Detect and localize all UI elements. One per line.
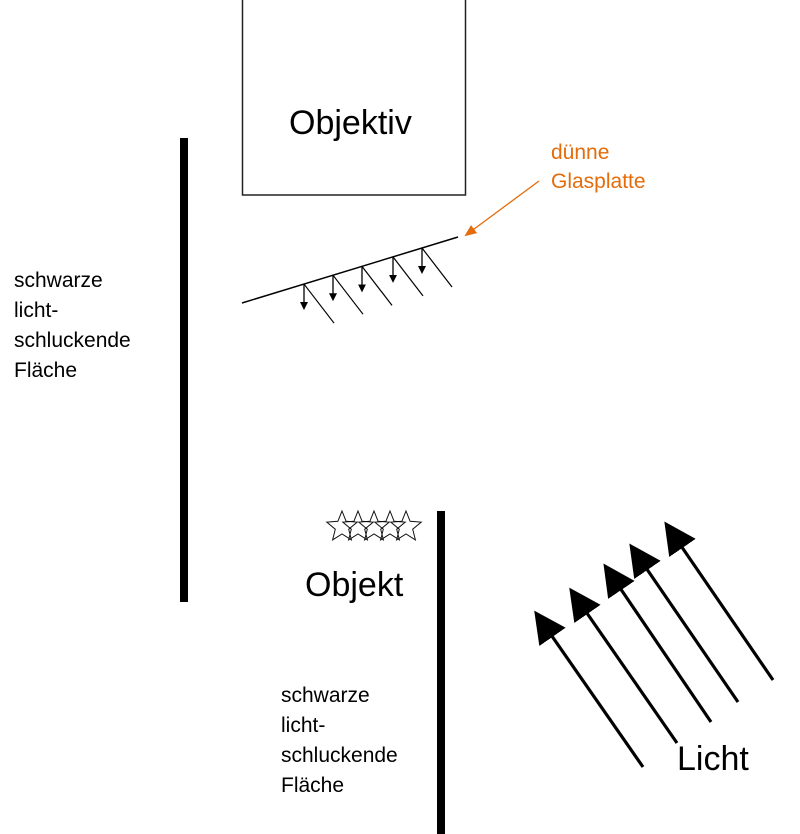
light-rays-group bbox=[534, 521, 775, 768]
absorber-top-label: schwarze licht- schluckende Fläche bbox=[14, 266, 131, 386]
object-star-icon bbox=[341, 509, 375, 541]
object-star-icon bbox=[373, 509, 407, 541]
light-ray-arrow bbox=[629, 543, 740, 703]
light-ray-arrow bbox=[603, 563, 713, 723]
object-star-icon bbox=[357, 509, 391, 541]
absorber-bar-bottom bbox=[437, 511, 445, 834]
absorber-bottom-label-line: schluckende bbox=[281, 744, 398, 767]
light-ray-arrow bbox=[569, 587, 679, 744]
object-stars-group bbox=[325, 509, 423, 541]
absorber-top-label-line: licht- bbox=[14, 299, 59, 322]
reflected-ray-diagonal bbox=[361, 265, 393, 306]
glass-plate-label-line: dünne bbox=[551, 141, 610, 164]
object-star-icon bbox=[389, 509, 423, 541]
objective-label: Objektiv bbox=[289, 104, 412, 142]
absorber-bottom-label-line: schwarze bbox=[281, 684, 370, 707]
absorber-bottom-label-line: Fläche bbox=[281, 774, 345, 797]
reflected-ray-diagonal bbox=[303, 283, 335, 324]
absorber-top-label-line: schwarze bbox=[14, 269, 103, 292]
absorber-top-label-line: schluckende bbox=[14, 329, 131, 352]
light-ray-arrow bbox=[664, 521, 775, 681]
light-label: Licht bbox=[677, 740, 749, 778]
reflected-ray-diagonal bbox=[421, 247, 453, 288]
object-label: Objekt bbox=[305, 566, 404, 604]
glass-plate-pointer-arrow bbox=[464, 180, 540, 237]
reflected-rays-group bbox=[300, 247, 453, 324]
reflected-ray-diagonal bbox=[392, 256, 424, 297]
absorber-bar-top bbox=[180, 138, 188, 602]
glass-plate-label-line: Glasplatte bbox=[551, 170, 646, 193]
absorber-bottom-label-line: licht- bbox=[281, 714, 326, 737]
reflected-ray-diagonal bbox=[332, 274, 364, 315]
glass-plate-label: dünne Glasplatte bbox=[551, 138, 646, 196]
glass-plate bbox=[241, 236, 459, 304]
absorber-bottom-label: schwarze licht- schluckende Fläche bbox=[281, 681, 398, 801]
object-star-icon bbox=[325, 509, 359, 541]
absorber-top-label-line: Fläche bbox=[14, 359, 78, 382]
light-ray-arrow bbox=[534, 610, 645, 768]
objective-box bbox=[241, 0, 467, 196]
